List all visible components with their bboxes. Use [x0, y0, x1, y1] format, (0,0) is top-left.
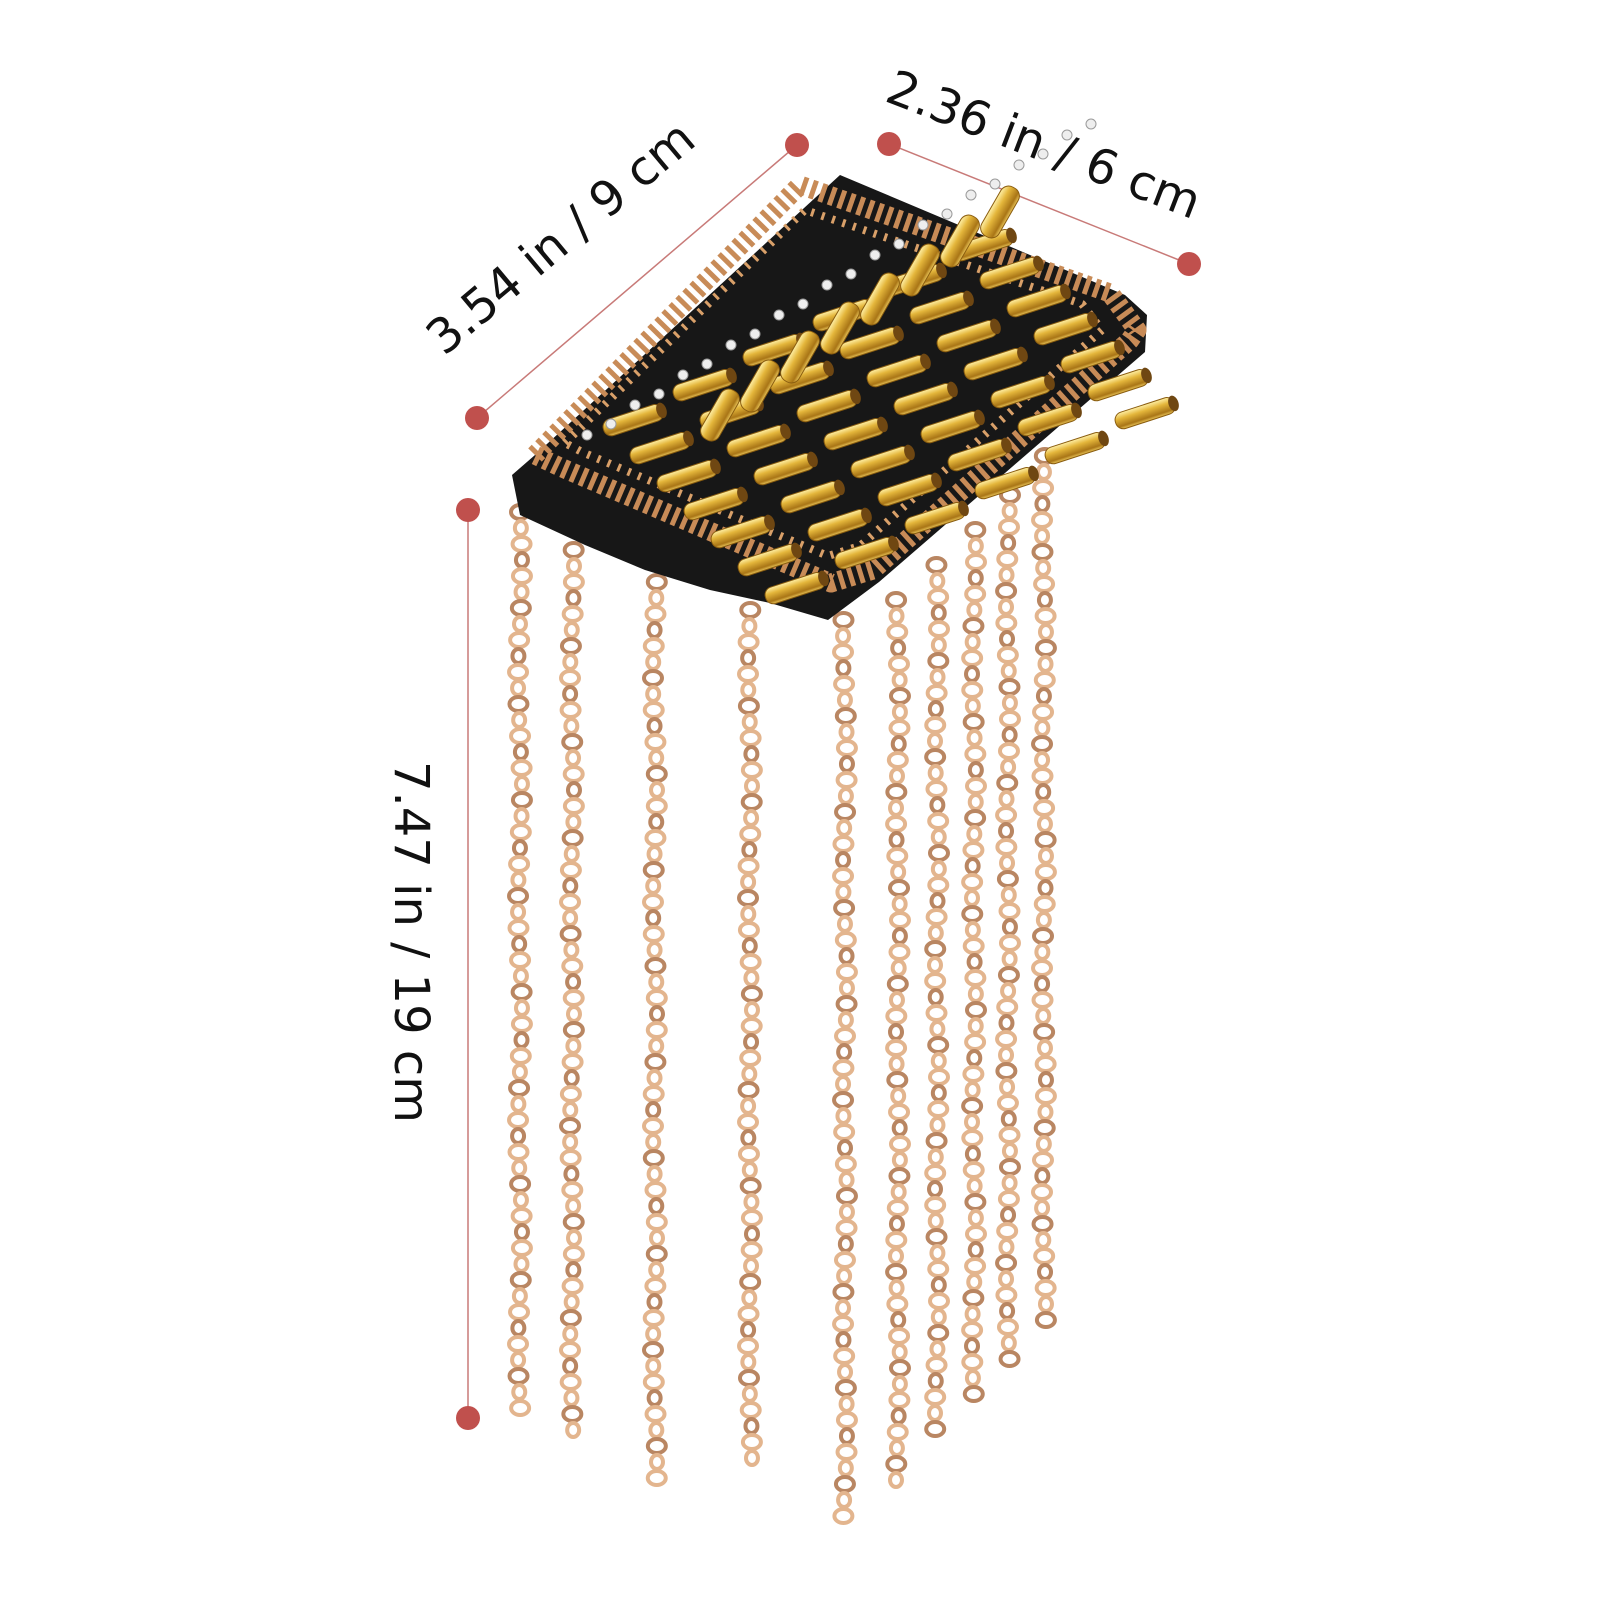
- gold-tube-1-5: [979, 255, 1044, 290]
- gold-tube-5-1: [807, 507, 872, 542]
- gold-tube-2-1: [726, 423, 791, 458]
- rhinestone-3: [629, 399, 641, 411]
- gold-tube-6-4: [1044, 430, 1109, 465]
- tassel-chain-8: [961, 521, 987, 1403]
- rhinestone-8: [749, 328, 761, 340]
- gold-tube-2-4: [936, 318, 1001, 353]
- gold-tube-5-3: [947, 437, 1012, 472]
- gold-tube-1-4: [909, 290, 974, 325]
- tassel-chain-9: [995, 486, 1021, 1368]
- gold-tube-4-2: [850, 444, 915, 479]
- rhinestone-15: [917, 219, 929, 231]
- tassel-chain-4: [737, 601, 763, 1467]
- depth-measure-dot-1: [877, 132, 901, 156]
- gold-tube-2-3: [866, 353, 931, 388]
- tassel-chain-10: [1031, 447, 1057, 1329]
- gold-tube-6-3: [974, 465, 1039, 500]
- gold-tube-3-1: [753, 451, 818, 486]
- depth-measure-dot-2: [1177, 252, 1201, 276]
- height-label: 7.47 in / 19 cm: [383, 760, 440, 1124]
- gold-tube-4-1: [780, 479, 845, 514]
- diagonal-width-measure-dot-1: [465, 406, 489, 430]
- diagonal-gold-tube-1: [700, 388, 740, 442]
- gold-tube-0-0: [602, 402, 667, 437]
- rhinestone-11: [821, 279, 833, 291]
- diagonal-width-measure-line: [476, 144, 798, 419]
- diagonal-width-measure-dot-2: [785, 133, 809, 157]
- gold-tube-2-5: [1006, 283, 1071, 318]
- tassel-chain-1: [507, 503, 533, 1417]
- diagonal-gold-tube-2: [740, 359, 780, 413]
- gold-tube-5-2: [877, 472, 942, 507]
- rhinestone-5: [677, 369, 689, 381]
- gold-tube-4-3: [920, 409, 985, 444]
- rhinestone-13: [869, 249, 881, 261]
- rhinestone-20: [1037, 148, 1049, 160]
- diagonal-gold-tube-5: [860, 272, 900, 326]
- rhinestone-9: [773, 309, 785, 321]
- rhinestone-1: [581, 429, 593, 441]
- height-measure-dot-1: [456, 498, 480, 522]
- gold-tube-3-4: [963, 346, 1028, 381]
- rhinestone-6: [701, 358, 713, 370]
- diagonal-gold-tube-8: [980, 185, 1020, 239]
- diagonal-gold-tube-7: [940, 214, 980, 268]
- rhinestone-22: [1085, 118, 1097, 130]
- gold-tube-beads: [602, 185, 1179, 605]
- diagonal-gold-tube-3: [780, 330, 820, 384]
- rhinestone-14: [893, 238, 905, 250]
- beaded-border: [525, 175, 1147, 593]
- gold-tube-1-3: [839, 325, 904, 360]
- tassel-chain-7: [924, 556, 950, 1438]
- rhinestone-17: [965, 189, 977, 201]
- gold-tube-5-0: [737, 542, 802, 577]
- rhinestone-16: [941, 208, 953, 220]
- diagonal-gold-tube-6: [900, 243, 940, 297]
- height-measure-dot-2: [456, 1406, 480, 1430]
- gold-tube-3-2: [823, 416, 888, 451]
- gold-tube-0-1: [672, 367, 737, 402]
- gold-tube-1-0: [629, 430, 694, 465]
- gold-tube-6-2: [904, 500, 969, 535]
- gold-tube-6-5: [1114, 395, 1179, 430]
- rhinestone-7: [725, 339, 737, 351]
- gold-tube-5-4: [1017, 402, 1082, 437]
- gold-tube-5-5: [1087, 367, 1152, 402]
- rhinestone-4: [653, 388, 665, 400]
- rhinestone-row: [581, 118, 1097, 441]
- gold-tube-4-4: [990, 374, 1055, 409]
- gold-tube-3-3: [893, 381, 958, 416]
- gold-tube-2-2: [796, 388, 861, 423]
- tassel-chain-5: [832, 611, 858, 1525]
- gold-tube-4-5: [1060, 339, 1125, 374]
- rhinestone-10: [797, 298, 809, 310]
- rhinestone-21: [1061, 129, 1073, 141]
- gold-tube-6-0: [764, 570, 829, 605]
- diagonal-gold-tube-4: [820, 301, 860, 355]
- gold-tube-2-0: [656, 458, 721, 493]
- gold-tube-3-0: [683, 486, 748, 521]
- gold-tube-6-1: [834, 535, 899, 570]
- depth-measure-line: [888, 143, 1190, 265]
- rhinestone-2: [605, 418, 617, 430]
- tassel-chains: [507, 447, 1057, 1525]
- measurement-lines: [456, 132, 1201, 1430]
- tassel-chain-6: [885, 591, 911, 1489]
- gold-tube-3-5: [1033, 311, 1098, 346]
- rhinestone-18: [989, 178, 1001, 190]
- tassel-chain-2: [559, 541, 585, 1439]
- rhinestone-19: [1013, 159, 1025, 171]
- tassel-chain-3: [642, 573, 668, 1487]
- rhinestone-12: [845, 268, 857, 280]
- gold-tube-4-0: [710, 514, 775, 549]
